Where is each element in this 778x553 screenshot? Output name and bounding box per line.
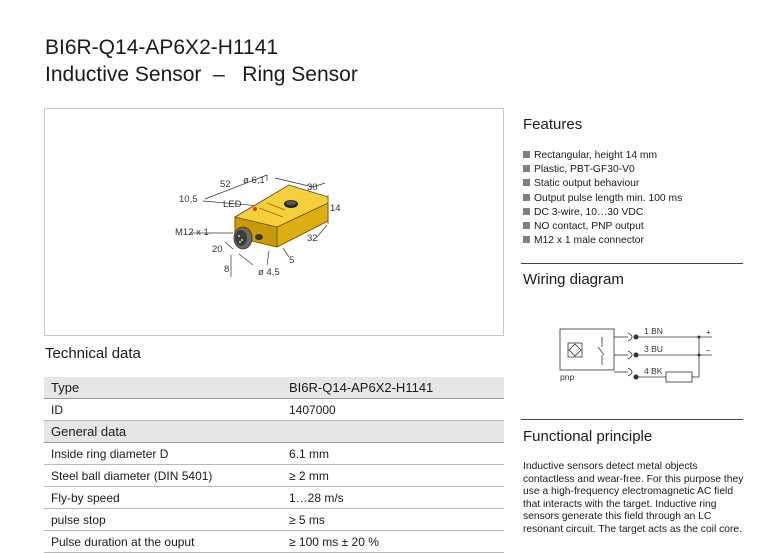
dim-10-5-label: 10,5: [179, 194, 198, 205]
features-title: Features: [523, 116, 583, 133]
square-bullet-icon: [523, 179, 530, 187]
row-label: pulse stop: [44, 508, 282, 531]
minus-label: –: [706, 345, 711, 355]
functional-principle-paragraph: Inductive sensors detect metal objects c…: [523, 461, 744, 535]
thread-label: M12 x 1: [175, 227, 209, 238]
dim-5-label: 5: [289, 255, 294, 266]
feature-text: DC 3-wire, 10…30 VDC: [534, 206, 644, 218]
square-bullet-icon: [523, 193, 530, 201]
sensor-dimension-drawing: 52 ø 6,1 30 10,5 LED 14 M12 x 1 32 20 5 …: [175, 174, 341, 278]
dim-52-label: 52: [220, 179, 231, 190]
row-label: Inside ring diameter D: [44, 442, 282, 465]
row-label: Fly-by speed: [44, 486, 282, 509]
row-value: 6.1 mm: [282, 442, 504, 465]
table-row: General data: [44, 420, 504, 443]
features-list: Rectangular, height 14 mm Plastic, PBT-G…: [523, 149, 682, 248]
list-item: Rectangular, height 14 mm: [523, 149, 682, 163]
table-row: pulse stop ≥ 5 ms: [44, 508, 504, 531]
table-row: Inside ring diameter D 6.1 mm: [44, 442, 504, 465]
led-label: LED: [223, 199, 242, 210]
plus-label: +: [706, 327, 711, 337]
row-value: ≥ 5 ms: [282, 508, 504, 531]
functional-principle-title: Functional principle: [523, 428, 653, 445]
table-row: Steel ball diameter (DIN 5401) ≥ 2 mm: [44, 464, 504, 487]
product-subtitle-text: Inductive Sensor – Ring Sensor: [45, 63, 358, 86]
row-value: BI6R-Q14-AP6X2-H1141: [282, 377, 504, 399]
feature-text: M12 x 1 male connector: [534, 235, 644, 247]
product-subtitle: Inductive Sensor – Ring Sensor: [45, 63, 358, 87]
list-item: M12 x 1 male connector: [523, 234, 682, 248]
product-drawing: 52 ø 6,1 30 10,5 LED 14 M12 x 1 32 20 5 …: [44, 108, 504, 336]
dim-20-label: 20: [212, 244, 223, 255]
list-item: Output pulse length min. 100 ms: [523, 192, 682, 206]
square-bullet-icon: [523, 222, 530, 230]
row-value: ≥ 100 ms ± 20 %: [282, 530, 504, 553]
list-item: NO contact, PNP output: [523, 220, 682, 234]
feature-text: Static output behaviour: [534, 178, 640, 190]
table-row: Fly-by speed 1…28 m/s: [44, 486, 504, 509]
table-row: ID 1407000: [44, 398, 504, 421]
wiring-diagram-title: Wiring diagram: [523, 271, 624, 288]
section-divider: [521, 263, 743, 264]
technical-data-table: Type BI6R-Q14-AP6X2-H1141 ID 1407000 Gen…: [44, 377, 504, 553]
table-row: Type BI6R-Q14-AP6X2-H1141: [44, 377, 504, 399]
list-item: DC 3-wire, 10…30 VDC: [523, 206, 682, 220]
list-item: Static output behaviour: [523, 177, 682, 191]
technical-data-title: Technical data: [45, 345, 141, 362]
feature-text: Output pulse length min. 100 ms: [534, 192, 683, 204]
dim-30-label: 30: [307, 182, 318, 193]
row-label: ID: [44, 398, 282, 421]
dim-ring-diameter-label: ø 6,1: [243, 175, 265, 186]
row-value: [282, 420, 504, 443]
section-divider: [521, 419, 743, 420]
table-row: Pulse duration at the ouput ≥ 100 ms ± 2…: [44, 530, 504, 553]
dim-14-label: 14: [330, 203, 341, 214]
list-item: Plastic, PBT-GF30-V0: [523, 163, 682, 177]
row-label: Pulse duration at the ouput: [44, 530, 282, 553]
wire-4-label: 4 BK: [644, 366, 663, 376]
feature-text: Rectangular, height 14 mm: [534, 150, 658, 161]
row-label: Steel ball diameter (DIN 5401): [44, 464, 282, 487]
feature-text: Plastic, PBT-GF30-V0: [534, 164, 635, 176]
feature-text: NO contact, PNP output: [534, 221, 644, 233]
square-bullet-icon: [523, 236, 530, 244]
pnp-label: pnp: [560, 372, 574, 382]
wiring-diagram: 1 BN 3 BU 4 BK + – pnp: [559, 326, 712, 383]
square-bullet-icon: [523, 151, 530, 158]
dim-8-label: 8: [224, 264, 229, 275]
functional-principle-text: Inductive sensors detect metal objects c…: [523, 461, 745, 537]
row-value: 1407000: [282, 398, 504, 421]
square-bullet-icon: [523, 165, 530, 173]
row-label: General data: [44, 420, 282, 443]
row-label: Type: [44, 377, 282, 399]
row-value: ≥ 2 mm: [282, 464, 504, 487]
wire-3-label: 3 BU: [644, 344, 663, 354]
product-model-title: BI6R-Q14-AP6X2-H1141: [45, 36, 279, 59]
wire-1-label: 1 BN: [644, 326, 663, 336]
dim-32-label: 32: [307, 233, 318, 244]
row-value: 1…28 m/s: [282, 486, 504, 509]
dim-hole-diameter-label: ø 4,5: [258, 267, 280, 278]
square-bullet-icon: [523, 207, 530, 215]
